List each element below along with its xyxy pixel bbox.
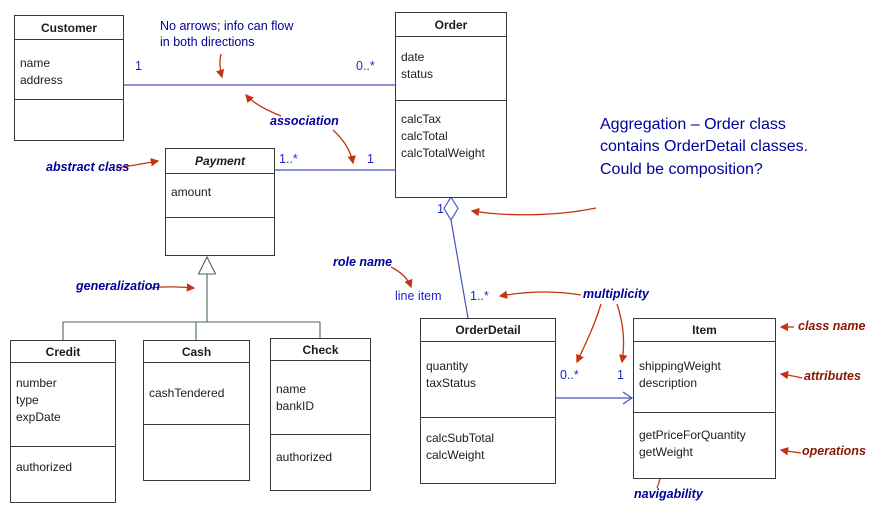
operations-compartment xyxy=(15,100,123,140)
class-cash: Cash cashTendered xyxy=(143,340,250,481)
note-aggregation: Aggregation – Order class contains Order… xyxy=(600,116,809,178)
class-orderdetail: OrderDetail quantity taxStatus calcSubTo… xyxy=(420,318,556,484)
label-multiplicity: multiplicity xyxy=(583,287,649,301)
class-title: OrderDetail xyxy=(421,319,555,342)
navigability-arrowhead-icon xyxy=(622,391,634,405)
pointer-multiplicity-a-icon xyxy=(498,290,582,299)
note-no-arrows: No arrows; info can flow in both directi… xyxy=(160,19,294,50)
multiplicity-item-side: 1 xyxy=(617,368,624,382)
label-navigability: navigability xyxy=(634,487,703,501)
attribute: amount xyxy=(171,185,212,199)
attribute: name xyxy=(276,382,307,396)
operation: authorized xyxy=(276,450,333,464)
multiplicity-order-near-payment: 1 xyxy=(367,152,374,166)
operations-compartment xyxy=(144,425,249,480)
pointer-association-to-customer-line-icon xyxy=(245,94,282,117)
class-title: Payment xyxy=(166,149,274,174)
class-title: Item xyxy=(634,319,775,342)
multiplicity-customer-side: 1 xyxy=(135,59,142,73)
operation: calcWeight xyxy=(426,448,485,462)
class-title: Cash xyxy=(144,341,249,363)
attribute: name xyxy=(20,56,51,70)
label-generalization: generalization xyxy=(76,279,161,293)
pointer-multiplicity-b-icon xyxy=(576,303,602,364)
operation: calcSubTotal xyxy=(426,431,495,445)
attribute: cashTendered xyxy=(149,386,225,400)
class-title: Credit xyxy=(11,341,115,363)
operation: calcTotal xyxy=(401,129,448,143)
operation: calcTotalWeight xyxy=(401,146,485,160)
attribute: quantity xyxy=(426,359,469,373)
operation: authorized xyxy=(16,460,73,474)
label-association: association xyxy=(270,114,339,128)
attribute: address xyxy=(20,73,63,87)
multiplicity-payment-side: 1..* xyxy=(279,152,298,166)
role-name-line-item: line item xyxy=(395,289,442,303)
class-credit: Credit number type expDate authorized xyxy=(10,340,116,503)
multiplicity-order-side: 0..* xyxy=(356,59,375,73)
pointer-role-name-icon xyxy=(390,266,413,289)
attribute: taxStatus xyxy=(426,376,477,390)
operation: getPriceForQuantity xyxy=(639,428,746,442)
pointer-aggregation-note-icon xyxy=(470,207,597,217)
attribute: bankID xyxy=(276,399,315,413)
class-item: Item shippingWeight description getPrice… xyxy=(633,318,776,479)
label-abstract-class: abstract class xyxy=(46,160,130,174)
multiplicity-detail-aggregate: 1..* xyxy=(470,289,489,303)
class-customer: Customer name address xyxy=(14,15,124,141)
class-title: Check xyxy=(271,339,370,361)
label-operations: operations xyxy=(802,444,866,458)
multiplicity-order-aggregate: 1 xyxy=(437,202,444,216)
label-role-name: role name xyxy=(333,255,393,269)
class-payment: Payment amount xyxy=(165,148,275,256)
attribute: description xyxy=(639,376,698,390)
label-class-name: class name xyxy=(798,319,866,333)
class-order: Order date status calcTax calcTotal calc… xyxy=(395,12,507,198)
pointer-multiplicity-c-icon xyxy=(616,303,628,364)
operation: getWeight xyxy=(639,445,693,459)
operation: calcTax xyxy=(401,112,442,126)
class-title: Customer xyxy=(15,16,123,40)
pointer-operations-icon xyxy=(779,447,802,456)
class-check: Check name bankID authorized xyxy=(270,338,371,491)
attribute: date xyxy=(401,50,425,64)
operations-compartment xyxy=(166,218,274,255)
pointer-attributes-icon xyxy=(779,370,803,380)
label-attributes: attributes xyxy=(804,369,861,383)
attribute: number xyxy=(16,376,57,390)
pointer-no-arrows-icon xyxy=(215,53,225,79)
pointer-association-to-payment-line-icon xyxy=(332,129,356,165)
attribute: type xyxy=(16,393,39,407)
aggregation-line xyxy=(450,219,469,319)
class-title: Order xyxy=(396,13,506,37)
attribute: status xyxy=(401,67,434,81)
aggregation-diamond-icon xyxy=(443,195,459,222)
attribute: shippingWeight xyxy=(639,359,721,373)
multiplicity-detail-side: 0..* xyxy=(560,368,579,382)
generalization-triangle-icon xyxy=(197,255,217,275)
attribute: expDate xyxy=(16,410,61,424)
